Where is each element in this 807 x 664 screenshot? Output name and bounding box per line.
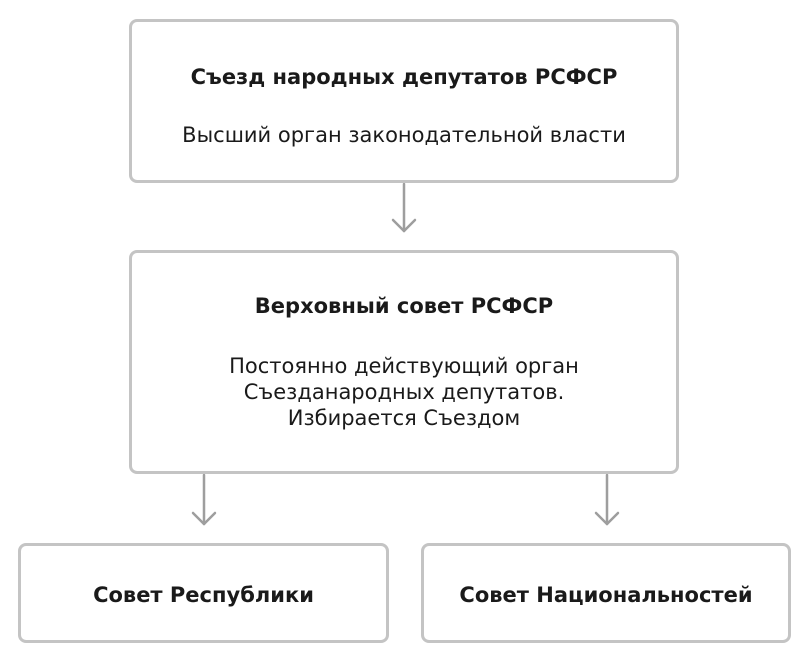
council-of-republic-box: Совет Республики	[18, 543, 389, 643]
arrow-top-to-middle	[391, 182, 417, 233]
council-of-nationalities-box: Совет Национальностей	[421, 543, 791, 643]
supreme-soviet-title: Верховный совет РСФСР	[254, 294, 554, 318]
congress-description: Высший орган законодательной власти	[182, 123, 626, 147]
council-of-republic-title: Совет Республики	[93, 583, 314, 607]
arrow-middle-to-right	[594, 473, 620, 526]
arrow-middle-to-left	[191, 473, 217, 526]
supreme-soviet-box: Верховный совет РСФСР Постоянно действую…	[129, 250, 679, 474]
congress-title: Съезд народных депутатов РСФСР	[190, 65, 618, 89]
congress-box: Съезд народных депутатов РСФСР Высший ор…	[129, 19, 679, 183]
council-of-nationalities-title: Совет Национальностей	[459, 583, 753, 607]
supreme-soviet-description: Постоянно действующий орган Съезданародн…	[229, 354, 579, 430]
